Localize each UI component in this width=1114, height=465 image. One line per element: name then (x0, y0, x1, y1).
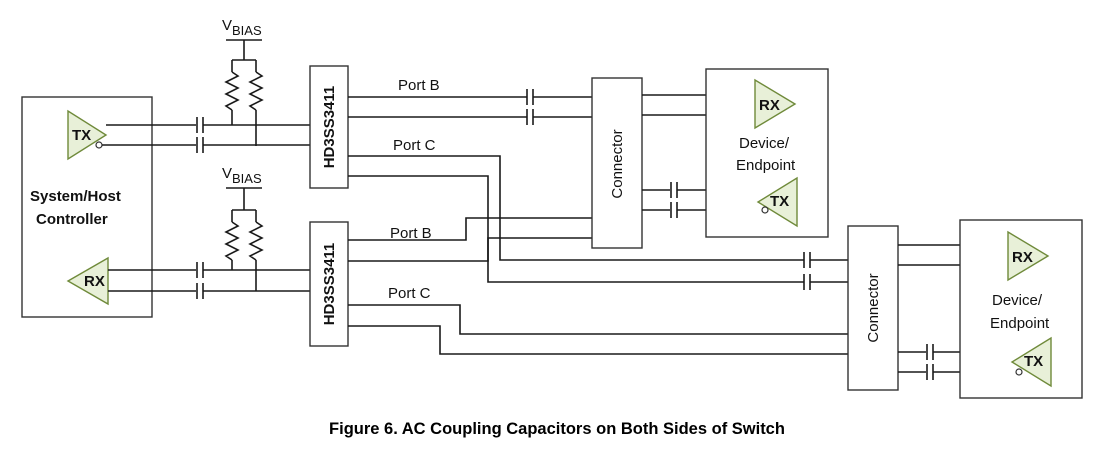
host-tx-buffer-triangle (67, 109, 108, 161)
device-1-rx-buffer: RX (754, 78, 797, 130)
upper-port-c-wires (348, 155, 848, 290)
device-1-tx-buffer: TX (756, 176, 798, 228)
host-tx-buffer-bubble (95, 141, 103, 149)
device-1-label-line2: Endpoint (736, 157, 796, 174)
host-tx-label: TX (72, 127, 91, 144)
upper-port-b-label: Port B (398, 77, 440, 94)
lower-vbias-label: VBIAS (222, 165, 262, 186)
upper-switch-label: HD3SS3411 (321, 86, 338, 169)
connector-1: Connector (591, 77, 643, 249)
device-2-label-line1: Device/ (992, 292, 1043, 309)
device-2-label-line2: Endpoint (990, 315, 1050, 332)
host-rx-label: RX (84, 273, 105, 290)
lower-port-c-wires (348, 304, 848, 355)
upper-port-b-wires (348, 89, 592, 125)
host-rx-buffer: RX (66, 256, 109, 306)
device-2-tx-buffer: TX (1010, 336, 1052, 388)
lower-host-wires (108, 262, 310, 299)
host-rx-buffer-triangle (66, 256, 109, 306)
lower-resistor-left (224, 221, 240, 261)
host-label-line1: System/Host (30, 188, 121, 205)
device-2-rx-label: RX (1012, 249, 1033, 266)
lower-port-b-wires (348, 217, 592, 262)
lower-vbias-network: VBIAS (222, 165, 264, 291)
lower-port-b-label: Port B (390, 225, 432, 242)
connector-2: Connector (847, 225, 899, 391)
host-label-line2: Controller (36, 211, 108, 228)
upper-vbias-network: VBIAS (222, 17, 264, 146)
lower-switch-label: HD3SS3411 (321, 243, 338, 326)
device-2-rx-buffer: RX (1007, 230, 1050, 282)
upper-vbias-label: VBIAS (222, 17, 262, 38)
device-1-tx-label: TX (770, 193, 789, 210)
figure-caption: Figure 6. AC Coupling Capacitors on Both… (329, 420, 785, 438)
device-1-rx-label: RX (759, 97, 780, 114)
connector-1-label: Connector (609, 129, 626, 198)
device-1-label-line1: Device/ (739, 135, 790, 152)
connector-2-label: Connector (865, 273, 882, 342)
lower-port-c-label: Port C (388, 285, 431, 302)
upper-port-c-label: Port C (393, 137, 436, 154)
lower-switch: HD3SS3411 (309, 221, 349, 347)
host-tx-buffer: TX (67, 109, 108, 161)
upper-resistor-right (248, 71, 264, 111)
lower-resistor-right (248, 221, 264, 261)
upper-switch: HD3SS3411 (309, 65, 349, 189)
upper-resistor-left (224, 71, 240, 111)
device-2-tx-label: TX (1024, 353, 1043, 370)
upper-host-wires (102, 117, 310, 153)
